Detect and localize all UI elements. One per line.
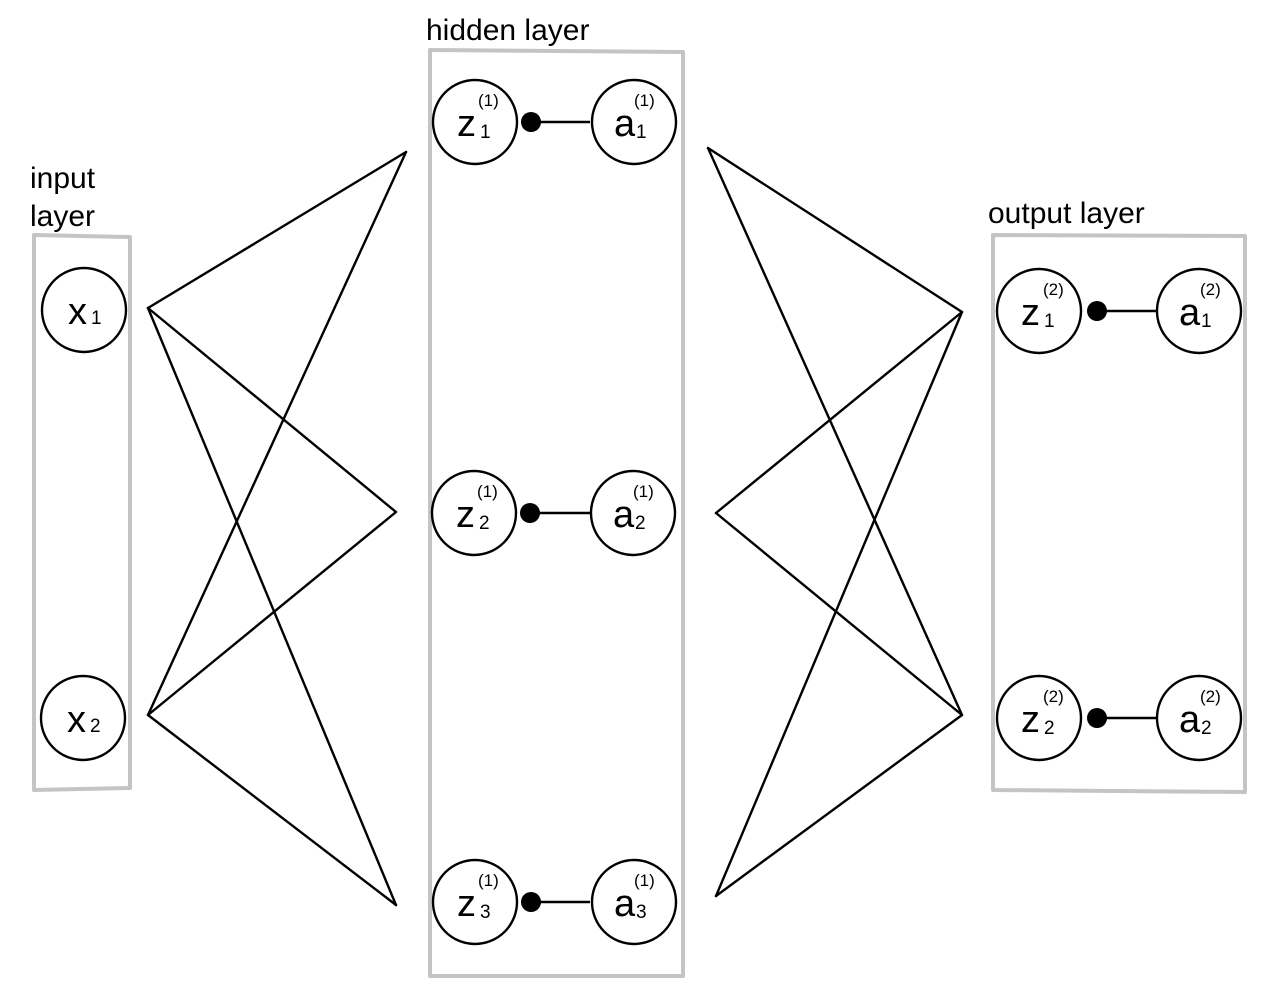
svg-text:(2): (2) [1043,280,1064,299]
edge-h1-o2 [706,146,964,717]
hidden-pair-2: z 2 (1) a 2 (1) [430,469,677,557]
svg-text:(2): (2) [1200,687,1221,706]
input-layer-title-line1: input [30,162,96,195]
node-a2-1 [589,469,677,557]
svg-text:a: a [614,883,636,925]
input-layer-frame [32,233,132,792]
svg-text:(1): (1) [478,871,499,890]
output-layer-frame [991,233,1247,794]
svg-text:x: x [68,291,87,333]
node-x1: x 1 [40,266,128,354]
svg-text:(1): (1) [633,482,654,501]
svg-text:1: 1 [636,122,647,143]
node-x2: x 2 [39,674,127,762]
svg-text:1: 1 [1044,311,1055,332]
svg-text:1: 1 [1201,311,1212,332]
svg-text:a: a [613,494,635,536]
svg-text:a: a [614,103,636,145]
svg-text:a: a [1179,292,1201,334]
connector-dot [1087,301,1107,321]
svg-text:(1): (1) [634,871,655,890]
svg-text:(2): (2) [1200,280,1221,299]
svg-text:2: 2 [1044,718,1055,739]
svg-text:z: z [457,103,476,145]
edge-x1-h1 [146,150,408,310]
edge-x2-h2 [146,510,398,717]
svg-text:2: 2 [1201,718,1212,739]
input-layer-title-line2: layer [30,200,95,233]
svg-text:z: z [456,494,475,536]
connector-dot [1087,708,1107,728]
output-layer-title: output layer [988,197,1145,230]
node-a3-1 [590,858,678,946]
edge-h2-o2 [714,511,964,717]
svg-text:3: 3 [636,902,647,923]
node-z2-2 [995,674,1083,762]
svg-text:z: z [1021,699,1040,741]
edge-x1-h2 [146,306,398,514]
connector-dot [521,892,541,912]
svg-text:2: 2 [479,513,490,534]
hidden-pair-1: z 1 (1) a 1 (1) [431,78,678,166]
connector-dot [520,503,540,523]
svg-text:z: z [1021,292,1040,334]
connector-dot [521,112,541,132]
svg-text:z: z [457,883,476,925]
svg-text:1: 1 [91,308,102,329]
svg-text:3: 3 [480,902,491,923]
edge-x2-h1 [146,150,408,717]
output-pair-2: z 2 (2) a 2 (2) [995,674,1243,762]
node-z1-1 [431,78,519,166]
svg-text:2: 2 [90,716,101,737]
node-a1-1 [590,78,678,166]
svg-text:(1): (1) [478,91,499,110]
svg-text:1: 1 [480,122,491,143]
svg-text:2: 2 [635,513,646,534]
edge-x1-h3 [146,306,398,907]
output-pair-1: z 1 (2) a 1 (2) [995,267,1243,355]
hidden-to-output-connections [706,146,964,898]
hidden-layer-title: hidden layer [426,14,589,47]
edge-h3-o1 [714,310,964,898]
svg-text:(2): (2) [1043,687,1064,706]
hidden-layer-frame [428,48,685,978]
edge-h1-o1 [706,146,964,314]
hidden-pair-3: z 3 (1) a 3 (1) [431,858,678,946]
node-z3-1 [431,858,519,946]
edge-h2-o1 [714,310,964,515]
node-z1-2 [995,267,1083,355]
svg-text:x: x [67,699,86,741]
node-a1-2 [1155,267,1243,355]
edge-x2-h3 [146,713,398,907]
input-to-hidden-connections [146,150,408,907]
svg-text:(1): (1) [634,91,655,110]
svg-text:a: a [1179,699,1201,741]
node-z2-1 [430,469,518,557]
node-a2-2 [1155,674,1243,762]
edge-h3-o2 [714,713,964,898]
svg-text:(1): (1) [477,482,498,501]
